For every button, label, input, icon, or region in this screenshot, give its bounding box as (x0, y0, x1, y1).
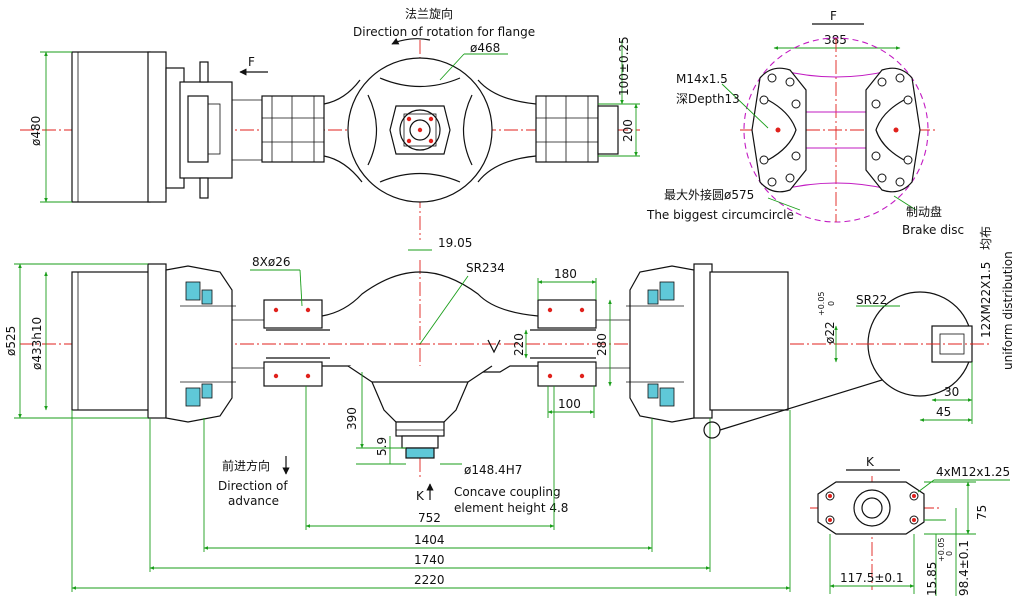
left-spring-seat-top (261, 95, 325, 163)
dia-433-label: ø433h10 (30, 317, 44, 370)
sr234-label: SR234 (466, 261, 505, 275)
k-117-label: 117.5±0.1 (840, 571, 904, 585)
dim-100-front-label: 100 (558, 397, 581, 411)
dim-2220-label: 2220 (414, 573, 445, 587)
left-hub-front (165, 265, 233, 423)
advance-cn-label: 前进方向 (222, 458, 270, 473)
depth-label: 深Depth13 (676, 92, 740, 106)
dim-59-label: 5.9 (375, 437, 389, 456)
circumcircle-cn-label: 最大外接圆ø575 (664, 187, 754, 202)
dim-45-label: 45 (936, 405, 951, 419)
left-brake-drum-top (71, 51, 151, 203)
k-arrow-label: K (416, 489, 425, 503)
left-housing-arm-top (323, 79, 363, 183)
advance-en-label-2: advance (228, 494, 279, 508)
thread-label-1: 12XM22X1.5 (979, 262, 993, 338)
coupling-label-2: element height 4.8 (454, 501, 568, 515)
right-spring-seat-top (535, 95, 599, 163)
detail-view: SR22 ø22 +0.05 0 12XM22X1.5 均布 uniform d… (703, 226, 1015, 439)
rotation-cn-label: 法兰旋向 (405, 6, 453, 21)
dia-525-label: ø525 (4, 326, 18, 356)
k-view-title: K (866, 455, 875, 469)
k-thread-label: 4xM12x1.25 (936, 465, 1010, 479)
right-spring-seat-front-upper (537, 299, 597, 329)
dim-180-label: 180 (554, 267, 577, 281)
front-view: SR234 8Xø26 19.05 (4, 236, 860, 592)
dia-148-label: ø148.4H7 (464, 463, 522, 477)
right-housing-arm-top (477, 79, 537, 183)
dia-22-tol-lo: 0 (827, 301, 836, 306)
holes-label: 8Xø26 (252, 255, 290, 269)
top-view: F ø480 100±0.25 200 法兰旋向 Direction of ro… (20, 6, 640, 240)
left-spring-seat-front-upper (263, 299, 323, 329)
rotation-arrow (391, 37, 431, 45)
sr22-label: SR22 (856, 293, 887, 307)
left-flange-top (147, 51, 167, 203)
thread-cn-label: 均布 (979, 226, 993, 250)
dim-220-label: 220 (512, 333, 526, 356)
brake-view-title: F (830, 9, 837, 23)
right-spring-seat-front-lower (537, 361, 597, 387)
brake-disc-en-label: Brake disc (902, 223, 964, 237)
brake-385-label: 385 (824, 33, 847, 47)
axle-housing-top (321, 271, 539, 317)
dia-22-tol-up: +0.05 (817, 291, 826, 316)
right-caliper (865, 67, 921, 193)
dim-752-label: 752 (418, 511, 441, 525)
dim-390-label: 390 (345, 407, 359, 430)
k-1585-label: 15.85 (925, 562, 939, 596)
right-brake-drum-front (709, 271, 789, 411)
k-view: K 4xM12x1.25 75 117.5±0.1 15.85 +0.05 0 … (810, 455, 1010, 596)
dim-19-label: 19.05 (438, 236, 472, 250)
flange-dia-label: ø468 (470, 41, 500, 55)
rotation-en-label: Direction of rotation for flange (353, 25, 535, 39)
k-1585-tol-lo: 0 (945, 551, 954, 556)
brake-disc-view: F 385 M14x1.5 深Depth13 最大外接圆ø575 The big… (646, 9, 964, 237)
advance-en-label-1: Direction of (218, 479, 288, 493)
view-f-label: F (248, 55, 255, 69)
dim-280-label: 280 (595, 333, 609, 356)
dia-22-label: ø22 (823, 321, 837, 344)
dim-1740-label: 1740 (414, 553, 445, 567)
differential-carrier (347, 365, 493, 423)
left-spring-seat-front-lower (263, 361, 323, 387)
thread-label-2: uniform distribution (1001, 251, 1015, 370)
dim-30-label: 30 (944, 385, 959, 399)
dia-480-label: ø480 (29, 116, 43, 146)
k-1585-tol-up: +0.05 (937, 537, 946, 562)
coupling-label-1: Concave coupling (454, 485, 561, 499)
dim-100-label: 100±0.25 (617, 36, 631, 96)
left-brake-drum-front (71, 271, 151, 411)
brake-disc-cn-label: 制动盘 (906, 204, 942, 219)
dim-1404-label: 1404 (414, 533, 445, 547)
dim-200-label: 200 (621, 119, 635, 142)
circumcircle-en-label: The biggest circumcircle (646, 208, 794, 222)
k-75-label: 75 (975, 505, 989, 520)
k-984-label: 98.4±0.1 (957, 540, 971, 596)
thread-label: M14x1.5 (676, 72, 728, 86)
